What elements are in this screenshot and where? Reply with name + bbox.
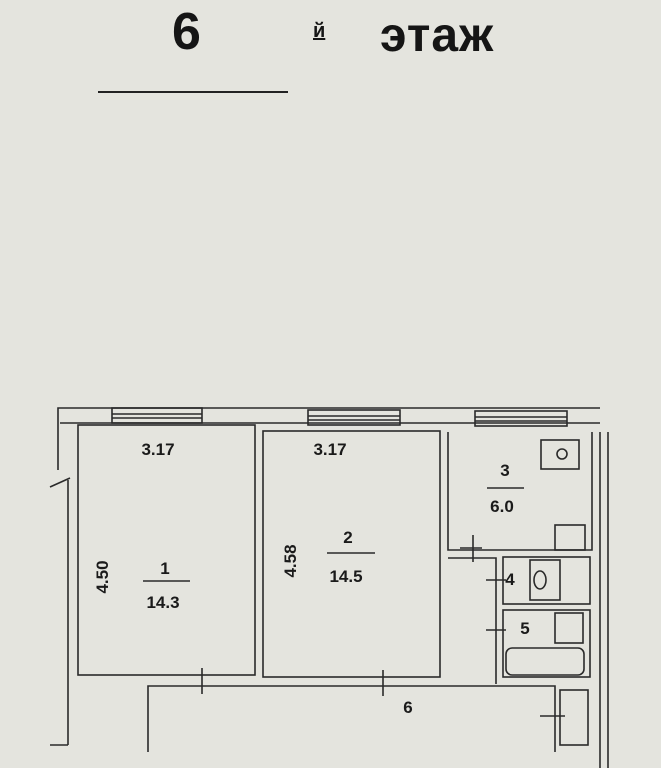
washbasin-icon <box>554 612 584 644</box>
room-6-number: 6 <box>403 698 412 717</box>
room-2-length: 4.58 <box>281 544 300 577</box>
room-2-area: 14.5 <box>329 567 362 586</box>
room-1-area: 14.3 <box>146 593 179 612</box>
room-3-number: 3 <box>500 461 509 480</box>
sink-icon <box>554 524 586 551</box>
windows <box>111 407 568 427</box>
room-6-outline <box>147 685 556 752</box>
floor-suffix: й <box>313 20 326 42</box>
room-2-number: 2 <box>343 528 352 547</box>
floor-word: этаж <box>380 9 495 62</box>
room-3-outline <box>447 432 593 551</box>
room-3-area: 6.0 <box>490 497 514 516</box>
fixtures <box>505 432 609 768</box>
bathtub-icon <box>505 647 585 676</box>
floor-underline <box>98 91 288 93</box>
floor-number: 6 <box>172 3 201 61</box>
room-1-width: 3.17 <box>141 440 174 459</box>
room-1-number: 1 <box>160 559 169 578</box>
stove-icon <box>540 439 580 470</box>
closet-icon <box>559 689 589 746</box>
room-1-outline <box>77 424 256 676</box>
door-marks <box>201 535 565 717</box>
toilet-icon <box>529 559 561 601</box>
room-2-width: 3.17 <box>313 440 346 459</box>
room-4-number: 4 <box>505 570 515 589</box>
room-2-outline <box>262 430 441 678</box>
room-1-length: 4.50 <box>93 560 112 593</box>
room-5-outline <box>502 609 591 678</box>
room-5-number: 5 <box>520 619 529 638</box>
